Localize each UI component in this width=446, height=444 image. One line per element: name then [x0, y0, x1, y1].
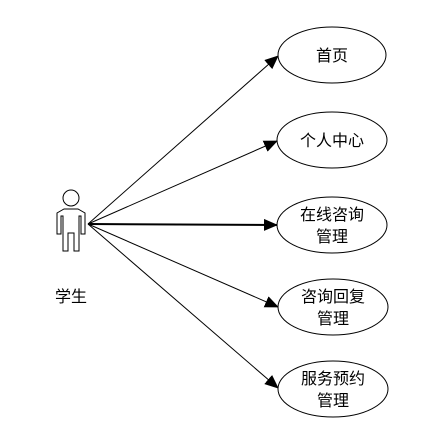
- use-case-label-line1: 在线咨询: [300, 205, 364, 224]
- use-case-consult-reply-management: 咨询回复 管理: [277, 278, 389, 336]
- use-case-label-line2: 管理: [317, 309, 349, 328]
- association-line-personal-center: [87, 140, 278, 225]
- association-line-online-consult-management: [87, 218, 278, 231]
- use-case-online-consult-management: 在线咨询 管理: [276, 196, 388, 254]
- actor-figure: [56, 189, 86, 252]
- use-case-label-line1: 服务预约: [301, 369, 365, 388]
- use-case-ellipse: [276, 196, 388, 254]
- use-case-label: 首页: [316, 46, 348, 65]
- use-case-personal-center: 个人中心: [276, 111, 388, 169]
- use-case-label-line1: 咨询回复: [301, 287, 365, 306]
- use-case-ellipse: [276, 111, 388, 169]
- actor-label: 学生: [55, 287, 87, 306]
- actor-body: [56, 208, 86, 252]
- association-line-home: [87, 55, 279, 225]
- use-case-home: 首页: [277, 26, 387, 84]
- use-case-ellipse: [277, 360, 389, 418]
- association-line-service-booking-management: [87, 223, 279, 389]
- association-line-consult-reply-management: [87, 223, 279, 308]
- use-case-label-line2: 管理: [316, 227, 348, 246]
- associations: [87, 55, 279, 389]
- use-case-service-booking-management: 服务预约 管理: [277, 360, 389, 418]
- actor-head: [62, 189, 80, 207]
- use-case-label-line2: 管理: [317, 391, 349, 410]
- use-case-ellipse: [277, 278, 389, 336]
- use-case-ellipse: [277, 26, 387, 84]
- use-case-label: 个人中心: [300, 131, 364, 150]
